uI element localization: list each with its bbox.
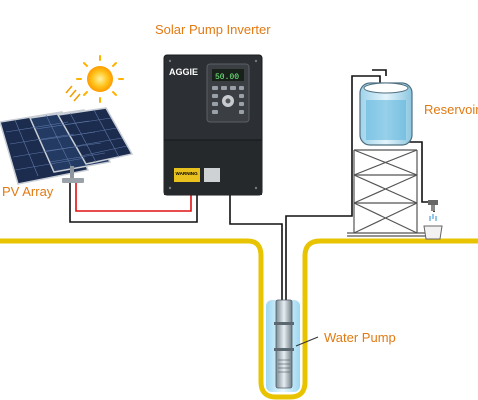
wiring (69, 69, 435, 300)
reservoir-label: Reservoir (424, 102, 478, 117)
inverter-display: 50.00 (215, 73, 239, 82)
ground-line (0, 238, 478, 400)
water-tank-icon (359, 82, 413, 146)
solar-panel-icon (0, 107, 134, 185)
inverter-warning: WARNING (176, 171, 199, 176)
tap-icon (423, 200, 443, 240)
pump-pointer (295, 336, 319, 347)
inverter-brand: AGGIE (169, 67, 198, 77)
sun-icon (65, 55, 124, 103)
submersible-pump-icon (274, 299, 294, 389)
inverter-label: Solar Pump Inverter (155, 22, 271, 37)
reservoir-tower (347, 149, 430, 237)
pv-array-label: PV Array (2, 184, 54, 199)
inverter-icon (163, 54, 263, 196)
water-pump-label: Water Pump (324, 330, 396, 345)
